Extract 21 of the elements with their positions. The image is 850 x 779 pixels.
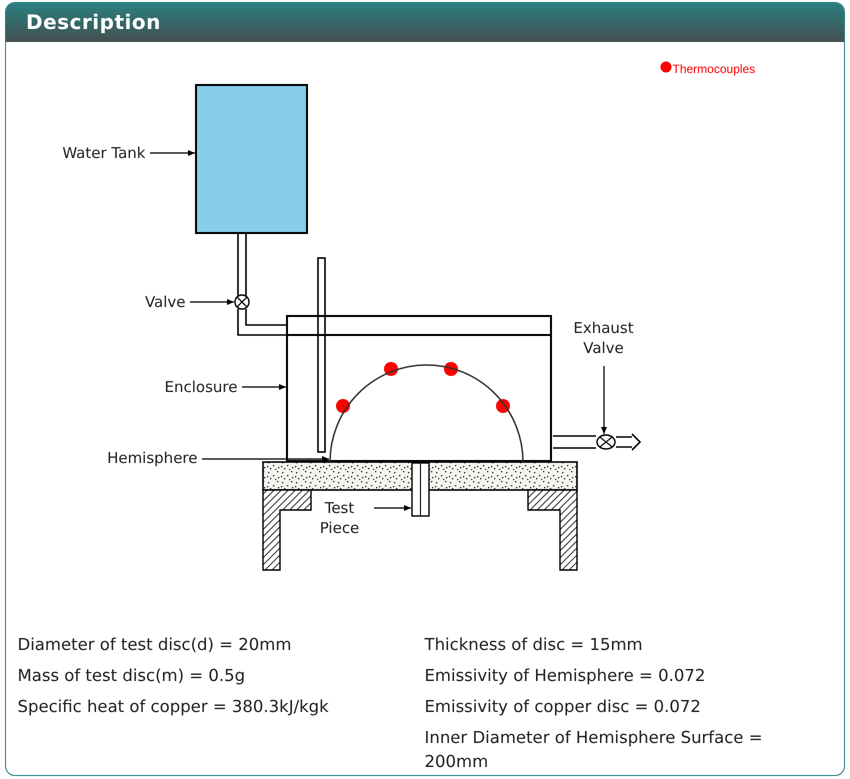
property-text: Diameter of test disc(d) = 20mm xyxy=(18,634,292,656)
leader-arrow xyxy=(150,150,194,156)
property-text: Mass of test disc(m) = 0.5g xyxy=(18,664,246,686)
property-text: Inner Diameter of Hemisphere Surface = 200mm xyxy=(424,726,764,772)
leader-arrow xyxy=(190,298,234,304)
part-label: Exhaust Valve xyxy=(560,318,648,360)
part-label: Test Piece xyxy=(310,498,370,538)
part-label: Enclosure xyxy=(130,376,238,396)
property-text: Thickness of disc = 15mm xyxy=(424,634,644,656)
property-text: Emissivity of copper disc = 0.072 xyxy=(424,696,702,718)
leader-arrow xyxy=(242,384,286,390)
part-label: Water Tank xyxy=(40,142,146,162)
panel-title: Description xyxy=(26,10,161,34)
leader-arrow xyxy=(202,456,328,462)
property-text: Specific heat of copper = 380.3kJ/kgk xyxy=(18,696,330,718)
part-label: Valve xyxy=(110,292,186,312)
part-label: Hemisphere xyxy=(80,448,198,468)
leader-arrow xyxy=(374,504,410,510)
property-text: Emissivity of Hemisphere = 0.072 xyxy=(424,664,706,686)
leader-arrow xyxy=(600,366,606,434)
legend-label: Thermocouples xyxy=(672,60,756,78)
